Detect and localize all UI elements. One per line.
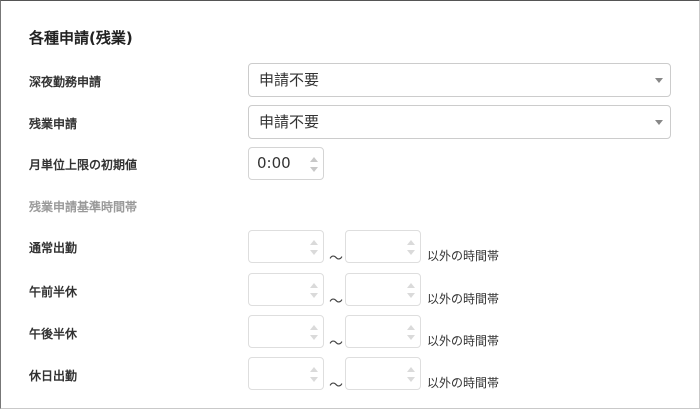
morning-half-end-stepper[interactable] [345, 273, 421, 306]
spin-down-icon[interactable] [407, 377, 415, 382]
holiday-start-stepper[interactable] [248, 357, 324, 390]
regular-start-stepper[interactable] [248, 230, 324, 263]
spin-up-icon[interactable] [310, 157, 318, 162]
spin-down-icon[interactable] [310, 293, 318, 298]
afternoon-half-suffix: 以外の時間帯 [427, 334, 500, 348]
afternoon-half-start-stepper[interactable] [248, 315, 324, 348]
spin-down-icon[interactable] [407, 335, 415, 340]
row-label-morning-half: 午前半休 [29, 285, 78, 299]
morning-half-suffix: 以外の時間帯 [427, 292, 500, 306]
regular-end-stepper[interactable] [345, 230, 421, 263]
monthly-limit-value: 0:00 [257, 154, 291, 172]
range-separator: ～ [329, 336, 343, 352]
late-night-label: 深夜勤務申請 [29, 75, 102, 89]
spin-up-icon[interactable] [310, 240, 318, 245]
holiday-suffix: 以外の時間帯 [427, 376, 500, 390]
spin-down-icon[interactable] [310, 250, 318, 255]
spin-up-icon[interactable] [310, 283, 318, 288]
overtime-label: 残業申請 [29, 117, 78, 131]
row-label-regular: 通常出勤 [29, 241, 78, 255]
late-night-select-value: 申請不要 [259, 71, 320, 89]
range-separator: ～ [329, 294, 343, 310]
regular-suffix: 以外の時間帯 [427, 249, 500, 263]
row-label-afternoon-half: 午後半休 [29, 327, 78, 341]
late-night-select[interactable]: 申請不要 [248, 63, 671, 97]
morning-half-start-stepper[interactable] [248, 273, 324, 306]
spin-up-icon[interactable] [407, 240, 415, 245]
overtime-select[interactable]: 申請不要 [248, 105, 671, 139]
panel-title: 各種申請(残業) [29, 29, 133, 47]
spin-down-icon[interactable] [407, 293, 415, 298]
range-separator: ～ [329, 251, 343, 267]
section-label: 残業申請基準時間帯 [29, 200, 138, 214]
spin-down-icon[interactable] [407, 250, 415, 255]
chevron-down-icon [655, 120, 663, 125]
spin-up-icon[interactable] [407, 283, 415, 288]
spin-down-icon[interactable] [310, 335, 318, 340]
spin-up-icon[interactable] [407, 325, 415, 330]
range-separator: ～ [329, 378, 343, 394]
spin-down-icon[interactable] [310, 167, 318, 172]
spin-up-icon[interactable] [310, 367, 318, 372]
monthly-limit-stepper[interactable]: 0:00 [248, 147, 324, 180]
afternoon-half-end-stepper[interactable] [345, 315, 421, 348]
chevron-down-icon [655, 78, 663, 83]
spin-up-icon[interactable] [310, 325, 318, 330]
monthly-limit-label: 月単位上限の初期値 [29, 158, 138, 172]
holiday-end-stepper[interactable] [345, 357, 421, 390]
spin-up-icon[interactable] [407, 367, 415, 372]
row-label-holiday: 休日出勤 [29, 369, 78, 383]
spin-down-icon[interactable] [310, 377, 318, 382]
overtime-select-value: 申請不要 [259, 113, 320, 131]
